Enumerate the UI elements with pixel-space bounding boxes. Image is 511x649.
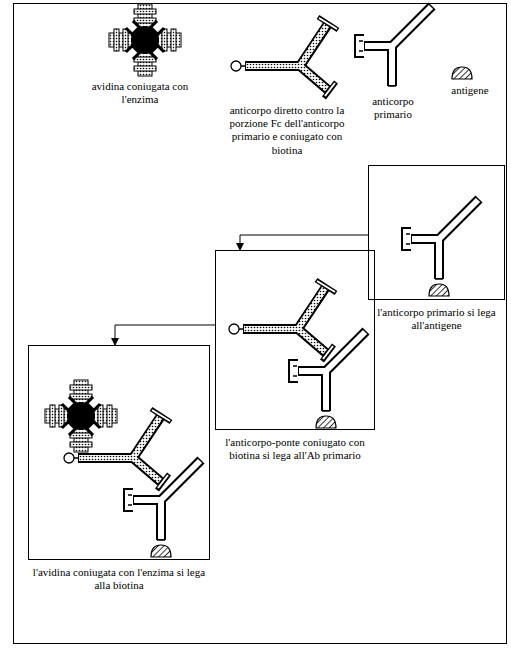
flow-arrow	[115, 325, 215, 345]
bridge-antibody-symbol	[231, 17, 338, 98]
step-caption: l'anticorpo-ponte coniugato con biotina …	[215, 436, 375, 462]
antigen-symbol	[151, 545, 171, 557]
antigen-symbol	[452, 67, 472, 79]
avidin-symbol	[109, 4, 181, 76]
primary-antibody-symbol	[124, 460, 201, 540]
primary-antibody-symbol	[289, 331, 366, 411]
step-box: l'avidina coniugata con l'enzima si lega…	[28, 345, 210, 593]
part-label: anticorpo diretto contro la porzione Fc …	[220, 104, 354, 157]
step-box: l'anticorpo-ponte coniugato con biotina …	[215, 250, 375, 463]
bridge-antibody-symbol	[229, 280, 336, 361]
step-caption: l'anticorpo primario si lega all'antigen…	[368, 306, 505, 332]
primary-antibody-symbol	[402, 199, 479, 279]
antigen-symbol	[429, 284, 449, 296]
flow-arrow	[240, 235, 368, 250]
step-illustration	[216, 251, 376, 431]
step-illustration	[29, 346, 211, 561]
step-frame	[215, 250, 375, 430]
step-caption: l'avidina coniugata con l'enzima si lega…	[28, 566, 210, 592]
step-illustration	[369, 166, 506, 301]
part-label: avidina coniugata con l'enzima	[82, 80, 198, 106]
step-frame	[368, 165, 505, 300]
avidin-symbol	[45, 380, 117, 452]
antigen-symbol	[316, 416, 336, 428]
part-label: anticorpo primario	[352, 95, 434, 121]
step-box: l'anticorpo primario si lega all'antigen…	[368, 165, 505, 333]
part-label: antigene	[436, 84, 504, 97]
page-frame	[14, 4, 507, 644]
primary-antibody-symbol	[355, 6, 432, 86]
step-frame	[28, 345, 210, 560]
